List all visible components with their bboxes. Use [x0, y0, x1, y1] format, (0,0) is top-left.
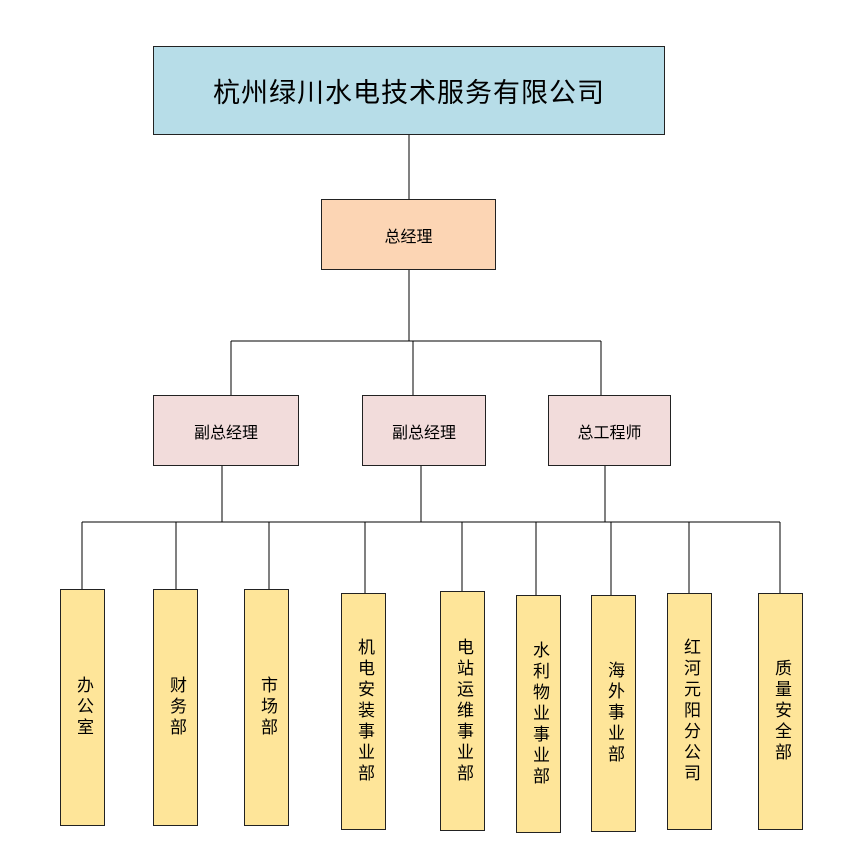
general-manager-box: 总经理	[321, 199, 496, 270]
dept-honghe-yuanyang-branch: 红河元阳分公司	[667, 593, 712, 830]
dept-office: 办公室	[60, 589, 105, 826]
dept-quality-safety: 质量安全部	[758, 593, 803, 830]
dept-station-operations: 电站运维事业部	[440, 591, 485, 831]
chief-engineer-label: 总工程师	[577, 422, 642, 442]
dept-finance: 财务部	[153, 589, 198, 826]
vice-general-manager-label-1: 副总经理	[193, 422, 258, 442]
dept-label: 财务部	[166, 676, 186, 739]
company-name: 杭州绿川水电技术服务有限公司	[213, 78, 605, 109]
dept-label: 质量安全部	[771, 659, 791, 764]
dept-overseas: 海外事业部	[591, 595, 636, 832]
general-manager-label: 总经理	[384, 226, 433, 246]
vice-general-manager-box-2: 副总经理	[362, 395, 486, 466]
dept-label: 市场部	[257, 676, 277, 739]
dept-water-property: 水利物业事业部	[516, 595, 561, 833]
dept-label: 机电安装事业部	[354, 638, 374, 785]
dept-label: 水利物业事业部	[529, 640, 549, 788]
dept-label: 红河元阳分公司	[680, 638, 700, 785]
company-box: 杭州绿川水电技术服务有限公司	[153, 46, 665, 135]
vice-general-manager-label-2: 副总经理	[391, 422, 456, 442]
dept-label: 海外事业部	[604, 661, 624, 766]
dept-label: 办公室	[73, 676, 93, 739]
dept-label: 电站运维事业部	[453, 637, 473, 785]
dept-electromechanical: 机电安装事业部	[341, 593, 386, 830]
dept-marketing: 市场部	[244, 589, 289, 826]
vice-general-manager-box-1: 副总经理	[153, 395, 299, 466]
chief-engineer-box: 总工程师	[548, 395, 671, 466]
